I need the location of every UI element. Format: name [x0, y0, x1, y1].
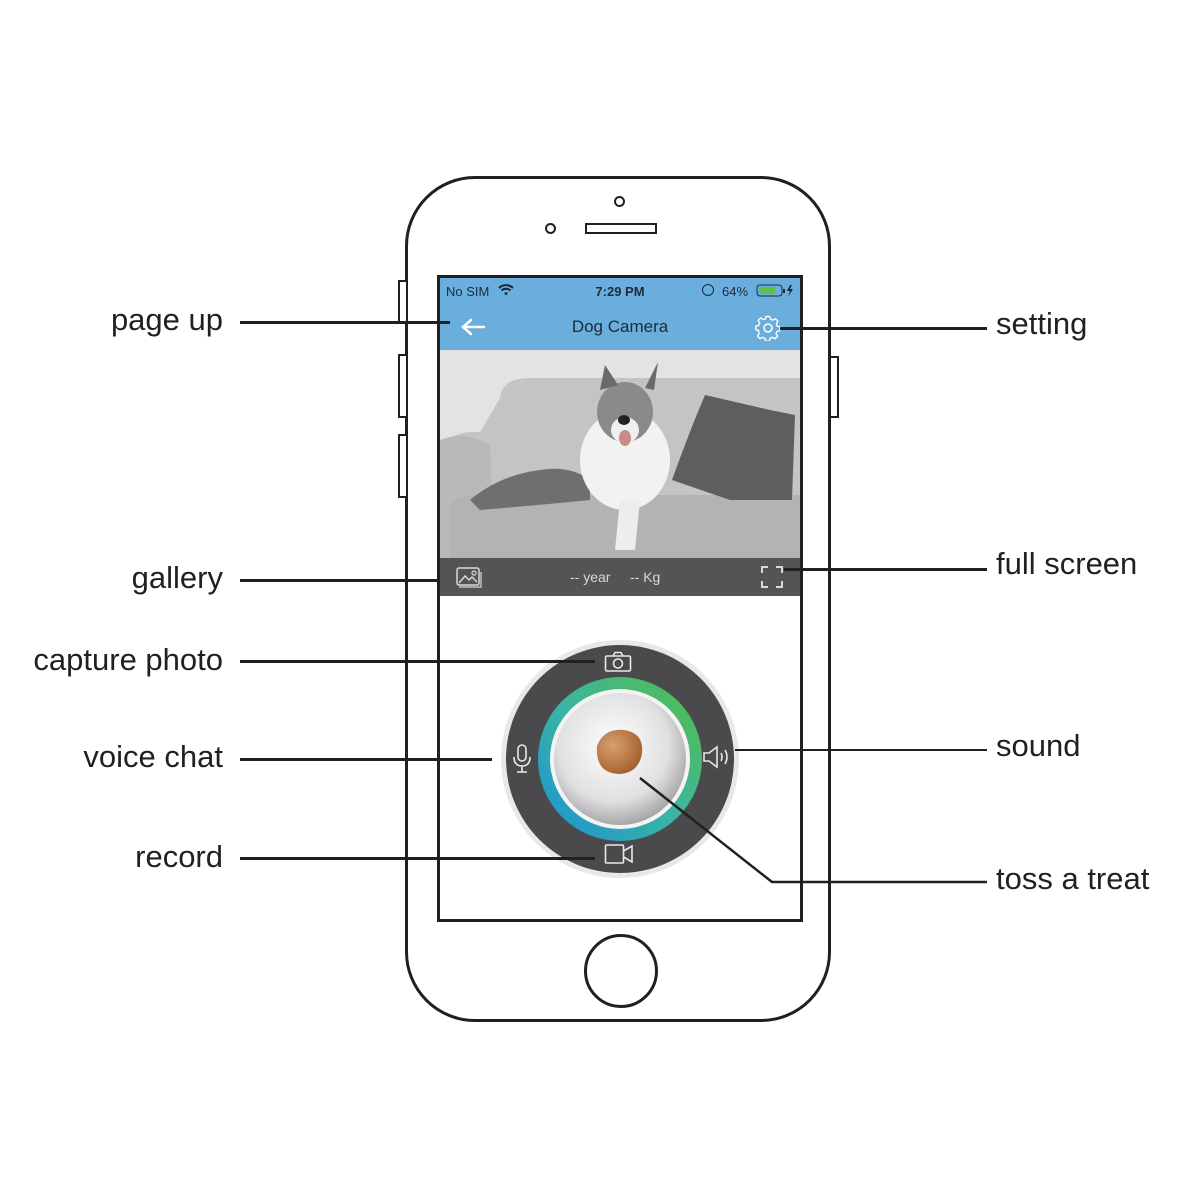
- power-button: [829, 356, 839, 418]
- image-icon[interactable]: [456, 567, 482, 589]
- silent-switch: [398, 280, 408, 323]
- video-info-bar: -- year -- Kg: [440, 558, 800, 596]
- battery-icon: [756, 284, 794, 298]
- wifi-icon: [498, 283, 514, 296]
- clock-text: 7:29 PM: [595, 284, 645, 299]
- volume-up-button: [398, 354, 408, 418]
- label-capture-photo: capture photo: [33, 642, 223, 677]
- speaker-icon[interactable]: [702, 745, 732, 769]
- live-video-feed[interactable]: [440, 350, 800, 558]
- label-gallery: gallery: [131, 560, 223, 595]
- leader-line-toss-treat: [639, 777, 987, 884]
- video-camera-icon[interactable]: [604, 843, 634, 865]
- label-voice-chat: voice chat: [83, 739, 223, 774]
- label-page-up: page up: [110, 302, 223, 337]
- dog-weight-text: -- Kg: [630, 569, 661, 585]
- home-button[interactable]: [584, 934, 658, 1008]
- front-camera-icon: [614, 196, 625, 207]
- volume-down-button: [398, 434, 408, 498]
- label-sound: sound: [996, 728, 1081, 763]
- orientation-lock-icon: [702, 284, 714, 296]
- arrow-left-icon[interactable]: [460, 318, 486, 336]
- nav-bar: Dog Camera: [440, 304, 800, 350]
- carrier-text: No SIM: [446, 284, 490, 299]
- status-bar: No SIM 7:29 PM 64%: [440, 278, 800, 304]
- page-title: Dog Camera: [571, 317, 669, 336]
- sensor-icon: [545, 223, 556, 234]
- label-full-screen: full screen: [996, 546, 1138, 581]
- leader-line-setting: [780, 327, 987, 330]
- leader-line-full-screen: [784, 568, 987, 571]
- camera-icon[interactable]: [604, 651, 632, 673]
- label-toss-a-treat: toss a treat: [996, 861, 1150, 896]
- leader-line-page-up: [240, 321, 450, 324]
- dog-age-text: -- year: [570, 569, 611, 585]
- fullscreen-icon[interactable]: [761, 566, 783, 588]
- gear-icon[interactable]: [755, 315, 781, 341]
- control-dial: [499, 638, 741, 880]
- leader-line-record: [240, 857, 595, 860]
- leader-line-voice-chat: [240, 758, 492, 761]
- leader-line-gallery: [240, 579, 440, 582]
- label-setting: setting: [996, 306, 1088, 341]
- earpiece-speaker: [585, 223, 657, 234]
- leader-line-sound: [735, 749, 987, 751]
- microphone-icon[interactable]: [512, 744, 532, 774]
- battery-percent-text: 64%: [722, 284, 749, 299]
- leader-line-capture-photo: [240, 660, 595, 663]
- dog-on-sofa-image: [440, 350, 800, 558]
- label-record: record: [135, 839, 223, 874]
